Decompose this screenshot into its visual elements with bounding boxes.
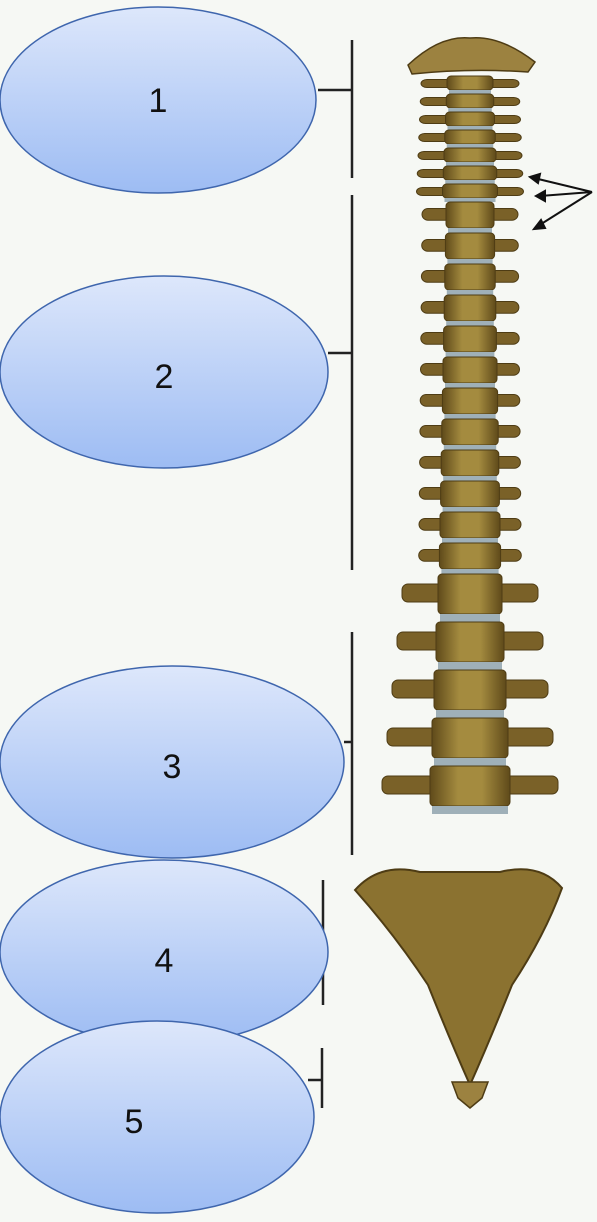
label-1-text: 1	[149, 82, 168, 120]
intervertebral-disc	[440, 614, 500, 622]
intervertebral-disc	[438, 662, 502, 670]
vertebra	[422, 233, 519, 259]
label-2-text: 2	[155, 358, 174, 396]
intervertebral-disc	[444, 414, 495, 419]
intervertebral-disc	[442, 538, 498, 543]
vertebra	[419, 481, 520, 507]
label-3-text: 3	[163, 748, 182, 786]
intervertebral-disc	[445, 383, 495, 388]
intervertebral-disc	[446, 352, 495, 357]
intervertebral-disc	[448, 228, 492, 233]
vertebra	[419, 543, 522, 569]
vertebra	[420, 388, 520, 414]
intervertebral-disc	[441, 569, 498, 574]
vertebra	[387, 718, 553, 758]
intervertebral-disc	[446, 321, 494, 326]
coccyx-bone	[452, 1082, 488, 1108]
intervertebral-disc	[445, 198, 496, 202]
intervertebral-disc	[434, 758, 506, 766]
vertebra	[421, 295, 519, 321]
intervertebral-disc	[444, 445, 496, 450]
vertebra	[382, 766, 558, 806]
vertebra	[397, 622, 543, 662]
thoracic-bracket	[328, 195, 352, 570]
vertebra	[421, 326, 519, 352]
vertebra	[419, 130, 522, 144]
intervertebral-disc	[448, 108, 492, 112]
vertebra	[392, 670, 548, 710]
atlas-vertebra	[408, 38, 535, 74]
vertebrae-group	[382, 76, 558, 814]
vertebra	[421, 357, 520, 383]
label-oval-5[interactable]: 5	[0, 1021, 314, 1213]
intervertebral-disc	[446, 162, 494, 166]
vertebra	[417, 166, 523, 180]
cervical-bracket	[318, 40, 352, 178]
vertebra	[420, 419, 520, 445]
intervertebral-disc	[447, 259, 492, 264]
vertebra	[420, 112, 521, 126]
intervertebral-disc	[436, 710, 504, 718]
pointer-arrows	[530, 174, 592, 229]
label-5-text: 5	[125, 1103, 144, 1141]
vertebra	[421, 76, 519, 90]
intervertebral-disc	[448, 126, 493, 130]
lumbar-bracket	[344, 632, 352, 855]
label-4-text: 4	[155, 942, 174, 980]
label-oval-1[interactable]: 1	[0, 7, 316, 193]
intervertebral-disc	[443, 476, 497, 481]
vertebra	[418, 148, 522, 162]
label-oval-4[interactable]: 4	[0, 860, 328, 1044]
intervertebral-disc	[447, 290, 493, 295]
intervertebral-disc	[445, 180, 495, 184]
intervertebral-disc	[432, 806, 508, 814]
vertebra	[419, 512, 521, 538]
vertebra	[422, 202, 518, 228]
vertebra	[420, 450, 521, 476]
vertebra	[420, 94, 520, 108]
label-oval-3[interactable]: 3	[0, 666, 344, 858]
intervertebral-disc	[449, 90, 491, 94]
label-oval-2[interactable]: 2	[0, 276, 328, 468]
vertebra	[417, 184, 524, 198]
vertebra	[402, 574, 538, 614]
vertebra	[421, 264, 518, 290]
intervertebral-disc	[447, 144, 494, 148]
intervertebral-disc	[443, 507, 498, 512]
sacrum-bone	[355, 869, 562, 1085]
